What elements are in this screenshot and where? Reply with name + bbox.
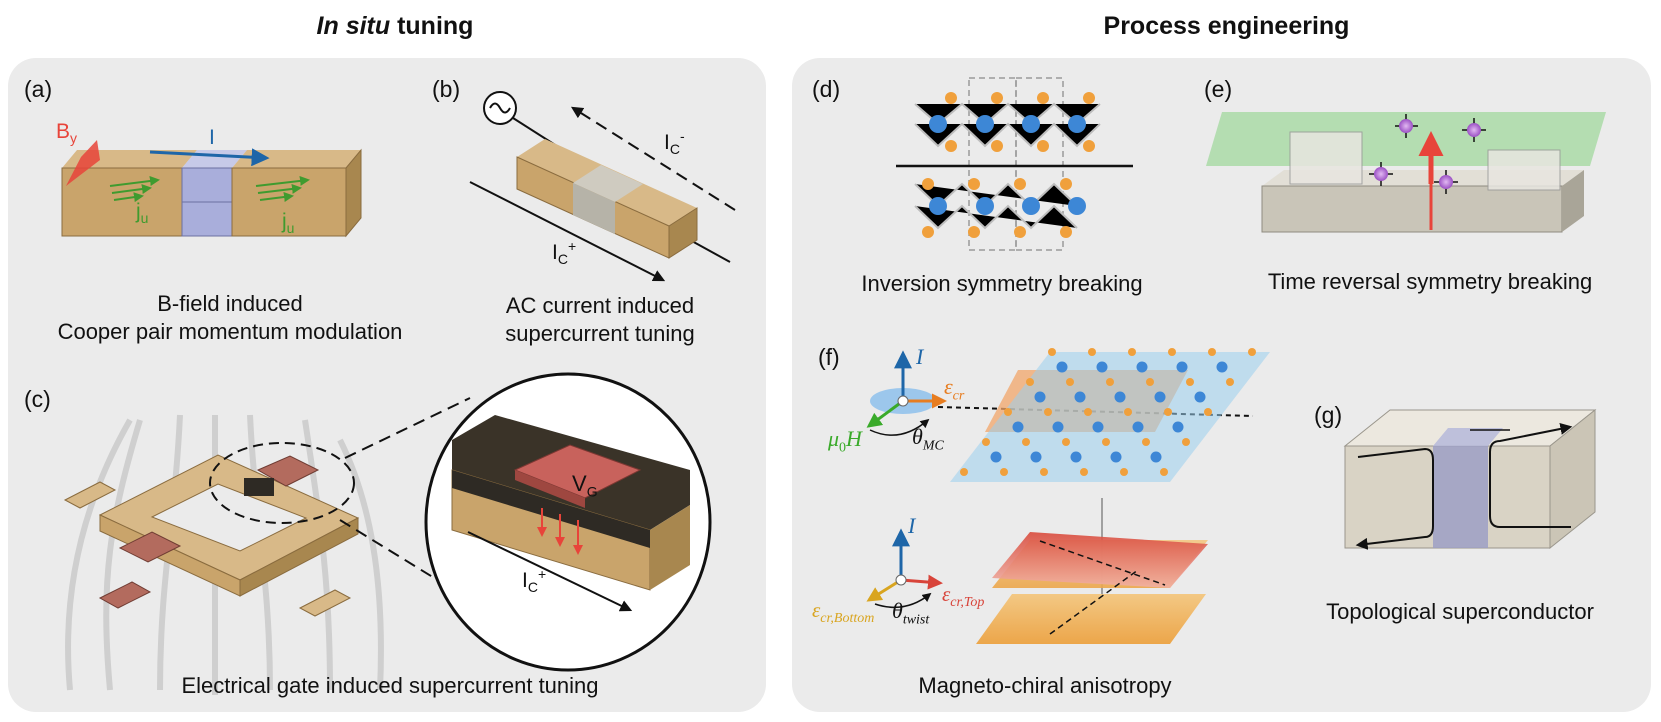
junction-b-diagram <box>469 91 736 282</box>
b-plus-sup: + <box>567 238 577 254</box>
c-vg-label: VG <box>572 471 598 499</box>
device-e-diagram <box>1206 112 1606 233</box>
panel-label-d: (d) <box>812 76 841 102</box>
c-vg-sub: G <box>586 483 598 500</box>
caption-a-line1: B-field induced <box>157 291 303 316</box>
panel-label-e: (e) <box>1204 76 1233 102</box>
heading-in-situ-rest: tuning <box>390 12 474 40</box>
panel-label-f: (f) <box>818 344 840 370</box>
caption-a-line2: Cooper pair momentum modulation <box>57 319 403 344</box>
b-minus-sup: - <box>679 128 685 144</box>
f-eps-bottom-label: εcr,Bottom <box>812 598 874 627</box>
b-ic-minus-main: I <box>664 131 670 154</box>
a-by-main: B <box>56 120 71 143</box>
f-theta-twist-sub: twist <box>902 612 930 628</box>
a-by-label: By <box>56 120 77 146</box>
heading-in-situ-italic: In situ <box>316 12 391 40</box>
f-eps-cr-sub: cr <box>952 388 965 404</box>
a-ju-left-main: j <box>136 200 141 223</box>
f-eps-cr-label: εcr <box>944 374 964 404</box>
panel-label-g: (g) <box>1314 402 1343 428</box>
heading-process-engineering: Process engineering <box>1103 12 1350 40</box>
a-by-sub: y <box>70 130 78 147</box>
caption-b: AC current induced supercurrent tuning <box>470 292 730 348</box>
f-eps-top-main: ε <box>942 582 951 606</box>
f-eps-bottom-main: ε <box>812 598 821 622</box>
a-ju-right-sub: u <box>286 220 295 237</box>
loop-c-diagram <box>63 372 712 695</box>
crystal-f-diagram <box>866 348 1270 482</box>
caption-g: Topological superconductor <box>1326 599 1594 624</box>
b-ic-minus-label: IC- <box>664 128 685 157</box>
caption-f: Magneto-chiral anisotropy <box>918 673 1172 698</box>
a-ju-right-main: j <box>282 210 287 233</box>
f-current-label: I <box>916 344 924 369</box>
f-mu-h-label: μ0H <box>828 426 862 456</box>
caption-c: Electrical gate induced supercurrent tun… <box>181 673 599 698</box>
a-ju-right: ju <box>282 210 294 236</box>
junction-a-diagram <box>61 140 362 238</box>
b-ic-plus-sub: C <box>557 251 568 268</box>
f-current-bottom-label: I <box>908 513 916 538</box>
panel-label-c: (c) <box>24 386 51 412</box>
b-ic-minus-sub: C <box>669 141 680 158</box>
caption-b-line2: supercurrent tuning <box>505 321 695 346</box>
c-ic-label: IC+ <box>522 566 546 595</box>
c-ic-main: I <box>522 569 528 592</box>
c-ic-sub: C <box>527 579 538 596</box>
f-theta-twist-label: θtwist <box>892 598 929 628</box>
f-theta-twist-main: θ <box>892 598 903 623</box>
a-ju-left-sub: u <box>140 210 149 227</box>
f-h-main: H <box>846 426 862 451</box>
f-eps-top-sub: cr,Top <box>950 595 985 611</box>
b-ic-plus-main: I <box>552 241 558 264</box>
f-theta-mc-sub: MC <box>922 438 944 454</box>
caption-b-line1: AC current induced <box>505 293 695 318</box>
c-vg-main: V <box>572 471 587 496</box>
f-theta-mc-main: θ <box>912 424 923 449</box>
crystal-atoms <box>960 348 1256 476</box>
a-ju-left: ju <box>136 200 148 226</box>
caption-a: B-field induced Cooper pair momentum mod… <box>20 290 440 346</box>
twist-f-diagram <box>866 498 1208 644</box>
a-current-label: I <box>209 126 215 149</box>
c-plus-sup: + <box>537 566 547 582</box>
f-eps-top-label: εcr,Top <box>942 582 984 611</box>
f-eps-cr-main: ε <box>944 374 953 399</box>
caption-e: Time reversal symmetry breaking <box>1267 269 1593 294</box>
f-mu-sub: 0 <box>839 440 847 456</box>
topological-g-diagram <box>1343 408 1597 550</box>
panel-label-a: (a) <box>24 76 53 102</box>
b-ic-plus-label: IC+ <box>552 238 576 267</box>
f-theta-mc-label: θMC <box>912 424 944 454</box>
panel-label-b: (b) <box>432 76 461 102</box>
heading-in-situ-tuning: In situ tuning <box>0 12 790 41</box>
f-mu-main: μ <box>828 426 840 451</box>
caption-d: Inversion symmetry breaking <box>861 271 1143 296</box>
lattice-d-diagram <box>896 77 1133 251</box>
f-eps-bottom-sub: cr,Bottom <box>820 611 875 627</box>
